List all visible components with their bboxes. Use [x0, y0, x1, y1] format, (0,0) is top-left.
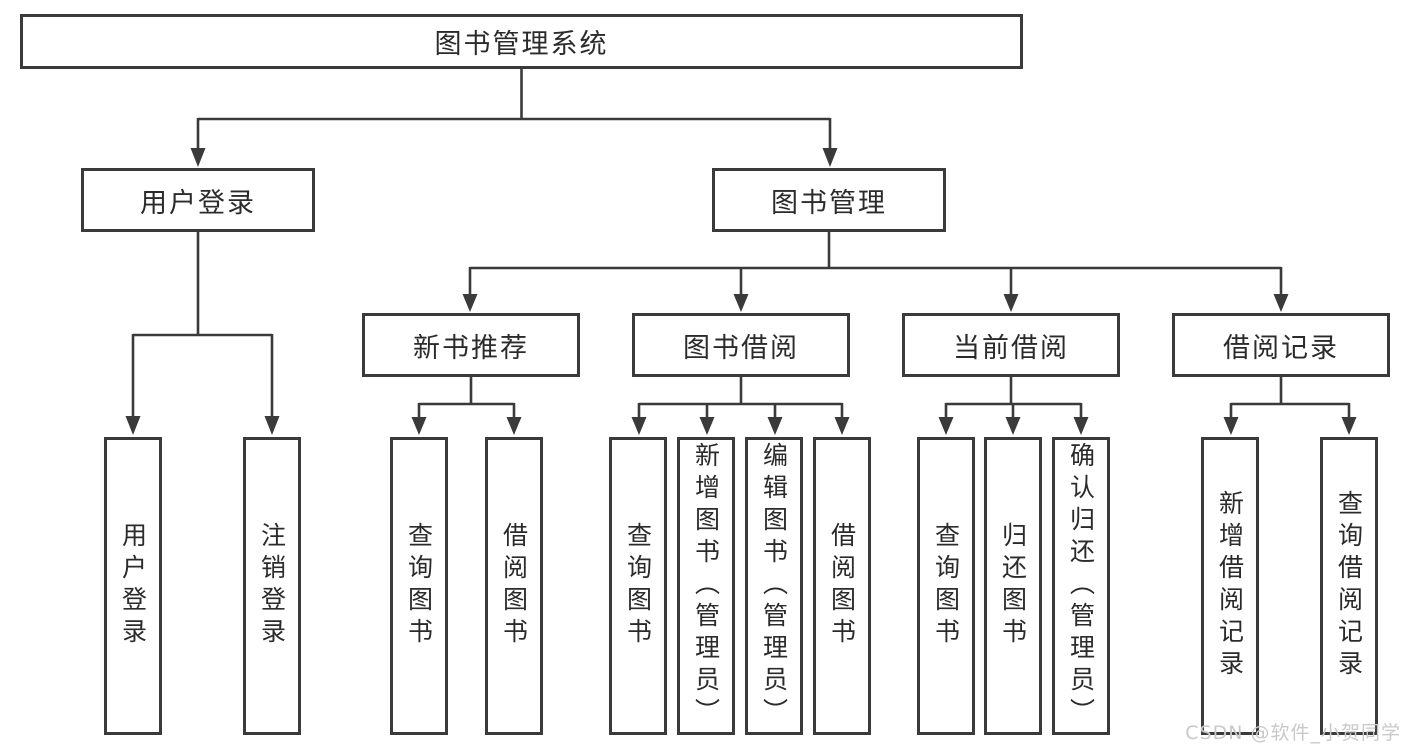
node-borrowing-records-label: 借阅记录: [1223, 332, 1339, 364]
node-book-borrowing: 图书借阅: [632, 313, 850, 377]
leaf-query-books-recommend-label: 查询图书: [404, 522, 434, 650]
leaf-add-borrow-record: 新增借阅记录: [1201, 437, 1259, 735]
node-new-book-recommend: 新书推荐: [362, 313, 580, 377]
connector-user-login-split: [131, 232, 274, 419]
arrowheads: [125, 148, 1357, 435]
connector-root-split: [196, 69, 832, 150]
leaf-query-borrow-record-label: 查询借阅记录: [1334, 490, 1364, 682]
node-user-login-module-label: 用户登录: [140, 187, 256, 219]
leaf-logout-label: 注销登录: [257, 522, 287, 650]
node-root-system-label: 图书管理系统: [434, 29, 609, 60]
leaf-borrow-books-recommend-label: 借阅图书: [499, 522, 529, 650]
leaf-user-login: 用户登录: [104, 437, 162, 735]
leaf-borrow-books: 借阅图书: [813, 437, 871, 735]
node-book-management-module-label: 图书管理: [771, 187, 887, 219]
node-borrowing-records: 借阅记录: [1172, 313, 1390, 377]
node-user-login-module: 用户登录: [81, 168, 315, 232]
leaf-confirm-return-admin: 确认归还（管理员）: [1052, 437, 1110, 735]
leaf-confirm-return-admin-label: 确认归还（管理员）: [1066, 442, 1096, 730]
leaf-borrow-books-recommend: 借阅图书: [485, 437, 543, 735]
leaf-user-login-label: 用户登录: [118, 522, 148, 650]
leaf-query-books-current: 查询图书: [917, 437, 975, 735]
connector-new-book-split: [417, 377, 516, 419]
leaf-add-book-admin: 新增图书（管理员）: [677, 437, 735, 735]
connector-borrow-record-split: [1229, 377, 1351, 419]
leaf-add-book-admin-label: 新增图书（管理员）: [691, 442, 721, 730]
leaf-query-books-borrow: 查询图书: [609, 437, 667, 735]
connector-book-mgmt-split: [468, 232, 1283, 296]
leaf-query-borrow-record: 查询借阅记录: [1320, 437, 1378, 735]
leaf-query-books-recommend: 查询图书: [390, 437, 448, 735]
leaf-query-books-current-label: 查询图书: [931, 522, 961, 650]
leaf-add-borrow-record-label: 新增借阅记录: [1215, 490, 1245, 682]
node-current-borrowing-label: 当前借阅: [953, 332, 1069, 364]
leaf-logout: 注销登录: [243, 437, 301, 735]
node-book-management-module: 图书管理: [712, 168, 946, 232]
leaf-query-books-borrow-label: 查询图书: [623, 522, 653, 650]
connector-current-borrow-split: [944, 377, 1083, 419]
leaf-edit-book-admin-label: 编辑图书（管理员）: [759, 442, 789, 730]
node-current-borrowing: 当前借阅: [902, 313, 1120, 377]
csdn-watermark: CSDN @软件_小贺同学: [1185, 722, 1401, 744]
leaf-edit-book-admin: 编辑图书（管理员）: [745, 437, 803, 735]
leaf-borrow-books-label: 借阅图书: [827, 522, 857, 650]
leaf-return-book-label: 归还图书: [998, 522, 1028, 650]
node-new-book-recommend-label: 新书推荐: [413, 332, 529, 364]
node-book-borrowing-label: 图书借阅: [683, 332, 799, 364]
connector-book-borrow-split: [637, 377, 844, 419]
node-root-system: 图书管理系统: [20, 14, 1023, 69]
leaf-return-book: 归还图书: [984, 437, 1042, 735]
